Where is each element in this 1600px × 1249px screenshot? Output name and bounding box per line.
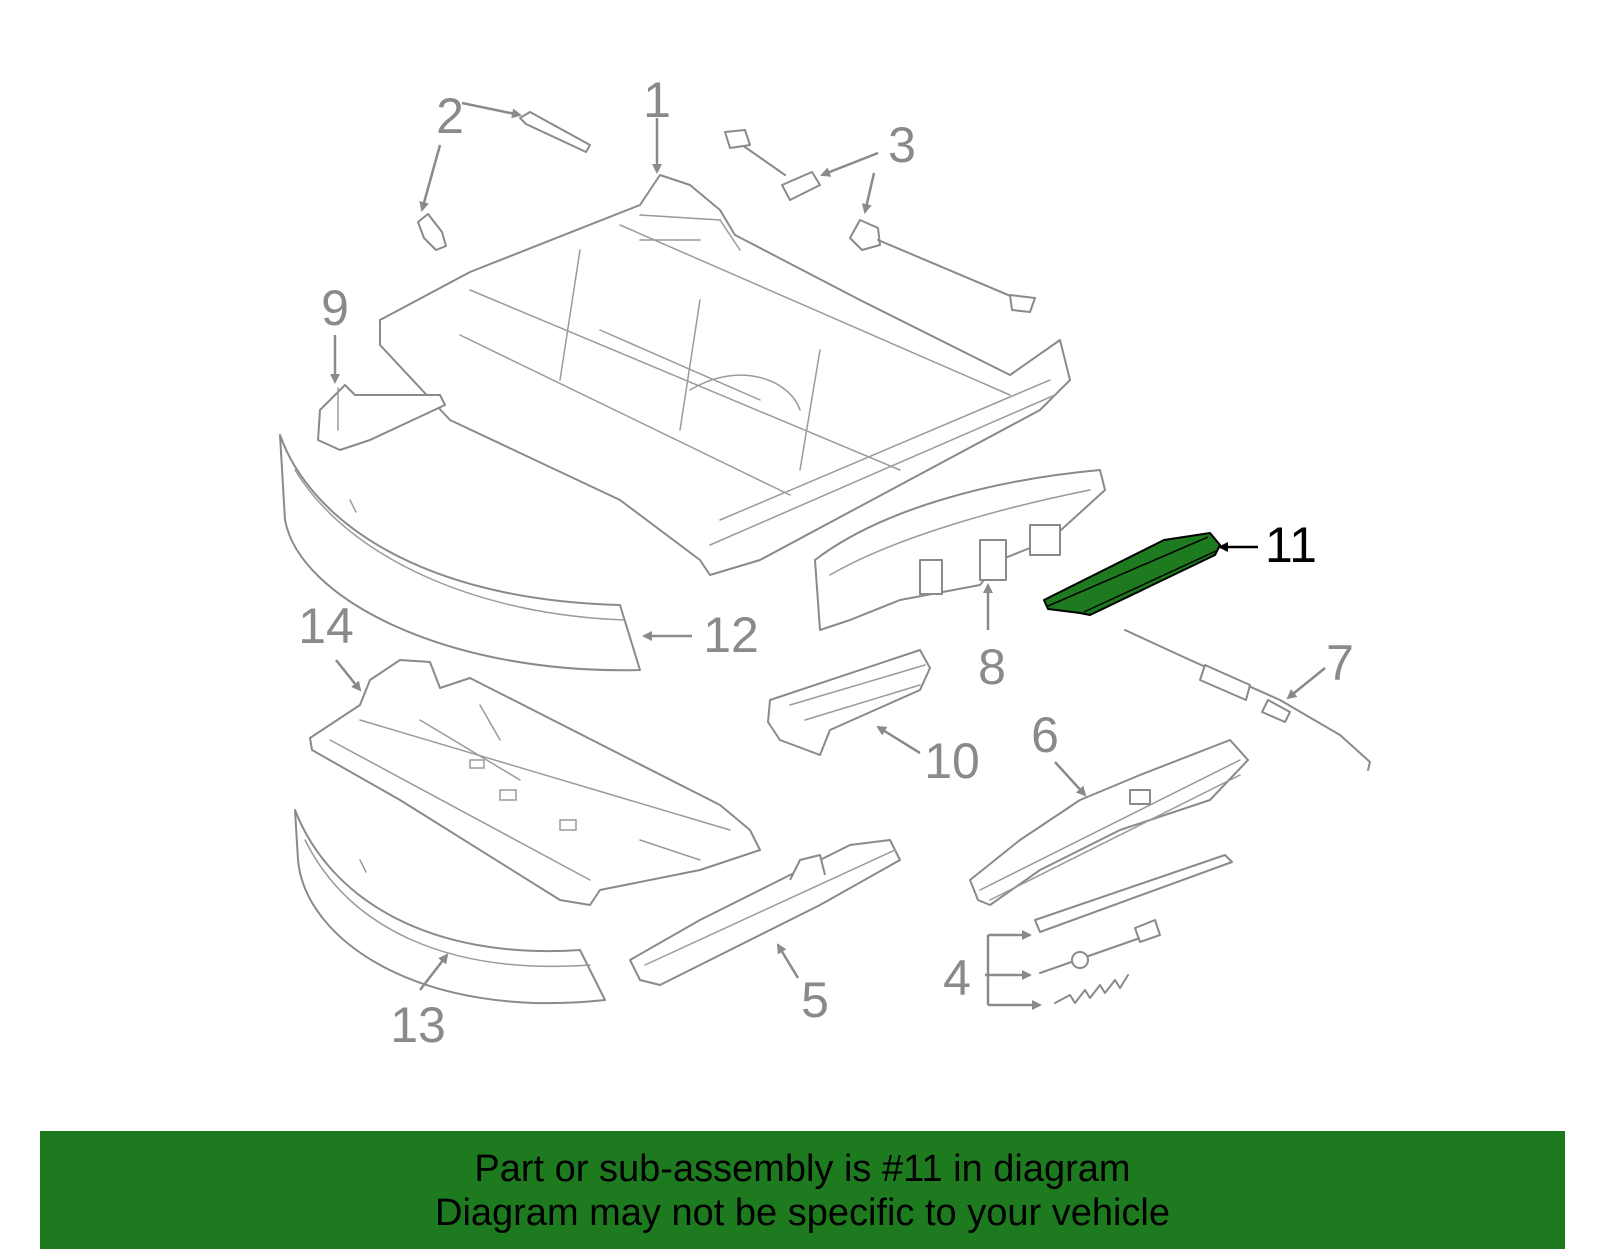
- part-1-seat-frame: [379, 174, 1071, 576]
- info-banner: Part or sub-assembly is #11 in diagram D…: [40, 1131, 1565, 1249]
- part-11-rail-cover-highlighted: [1043, 532, 1221, 616]
- banner-line-1: Part or sub-assembly is #11 in diagram: [474, 1148, 1131, 1190]
- part-12-front-trim: [279, 434, 641, 672]
- callout-13: 13: [390, 997, 446, 1053]
- banner-line-2: Diagram may not be specific to your vehi…: [435, 1192, 1170, 1234]
- callout-8: 8: [978, 639, 1006, 695]
- part-3-cable: [724, 129, 1036, 313]
- callout-10: 10: [924, 733, 980, 789]
- part-5-track-rail: [629, 839, 901, 986]
- part-2-bolts: [417, 111, 591, 251]
- callout-3: 3: [888, 117, 916, 173]
- callout-1: 1: [643, 72, 671, 128]
- part-13-lower-trim: [294, 809, 606, 1005]
- callout-labels: 1 2 3 4 5 6 7 8 9 10 11 12 13 14: [298, 72, 1354, 1053]
- part-10-bracket: [767, 649, 931, 756]
- part-8-side-frame: [814, 469, 1106, 631]
- callout-5: 5: [801, 972, 829, 1028]
- callout-9: 9: [321, 280, 349, 336]
- part-6-track-rail: [969, 739, 1249, 906]
- callout-4: 4: [943, 950, 971, 1006]
- part-4-rod-bolt-spring: [1034, 854, 1233, 1004]
- part-9-clip: [317, 384, 446, 451]
- part-14-seat-pan: [309, 659, 761, 906]
- callout-14: 14: [298, 598, 354, 654]
- callout-7: 7: [1326, 635, 1354, 691]
- part-7-wire: [1124, 629, 1371, 771]
- callout-11: 11: [1265, 517, 1317, 573]
- callout-2: 2: [436, 88, 464, 144]
- callout-12: 12: [703, 607, 759, 663]
- leader-lines: [330, 101, 1326, 1010]
- callout-6: 6: [1031, 707, 1059, 763]
